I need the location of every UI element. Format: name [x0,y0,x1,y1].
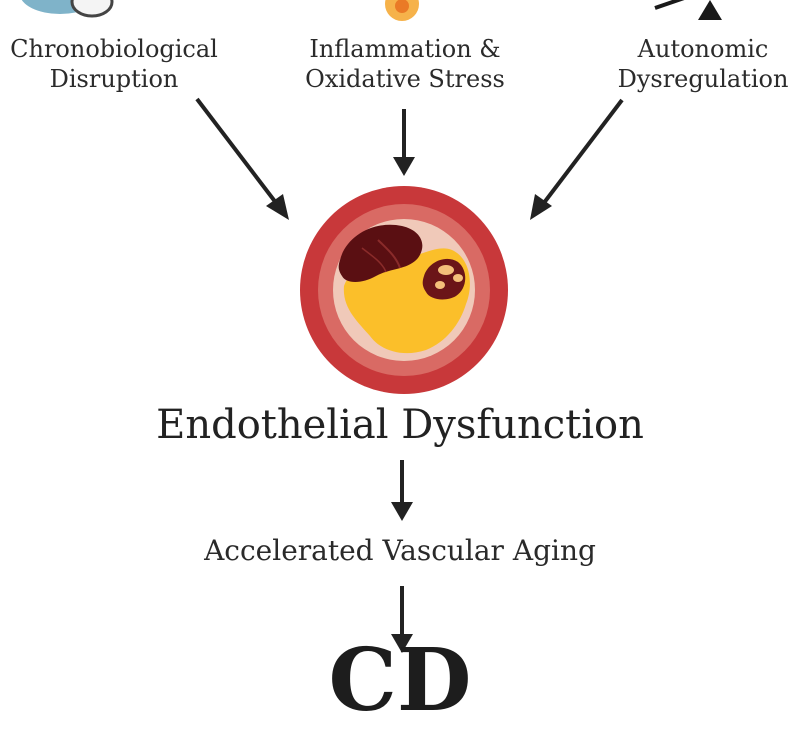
cause-inflammation-oxidative-stress: Inflammation & Oxidative Stress [290,34,520,94]
secondary-outcome-label: Accelerated Vascular Aging [204,534,596,567]
arrowhead-inflammation [393,157,415,176]
final-outcome-label: CD [328,630,472,731]
inflamed-cell-icon [385,0,419,21]
arrow-from-autonomic [535,98,624,214]
cause-line-1: Inflammation & [309,35,501,63]
cause-chronobiological-disruption: Chronobiological Disruption [0,34,228,94]
arrowhead-vascular-aging [391,502,413,521]
arrowhead-autonomic [530,194,552,220]
central-outcome-label: Endothelial Dysfunction [156,402,644,448]
artery-cross-section-icon [300,186,508,394]
arrowhead-chronobiological [266,194,289,220]
cause-line-2: Oxidative Stress [305,65,505,93]
cause-line-2: Disruption [49,65,179,93]
cause-line-2: Dysregulation [617,65,789,93]
cause-line-1: Autonomic [637,35,769,63]
arrowhead-final-outcome [391,634,413,653]
diagram-canvas [21,0,722,653]
cause-autonomic-dysregulation: Autonomic Dysregulation [606,34,800,94]
arrow-from-chronobiological [195,97,285,214]
clock-icon [21,0,114,18]
cause-line-1: Chronobiological [10,35,218,63]
scale-icon [654,0,722,20]
